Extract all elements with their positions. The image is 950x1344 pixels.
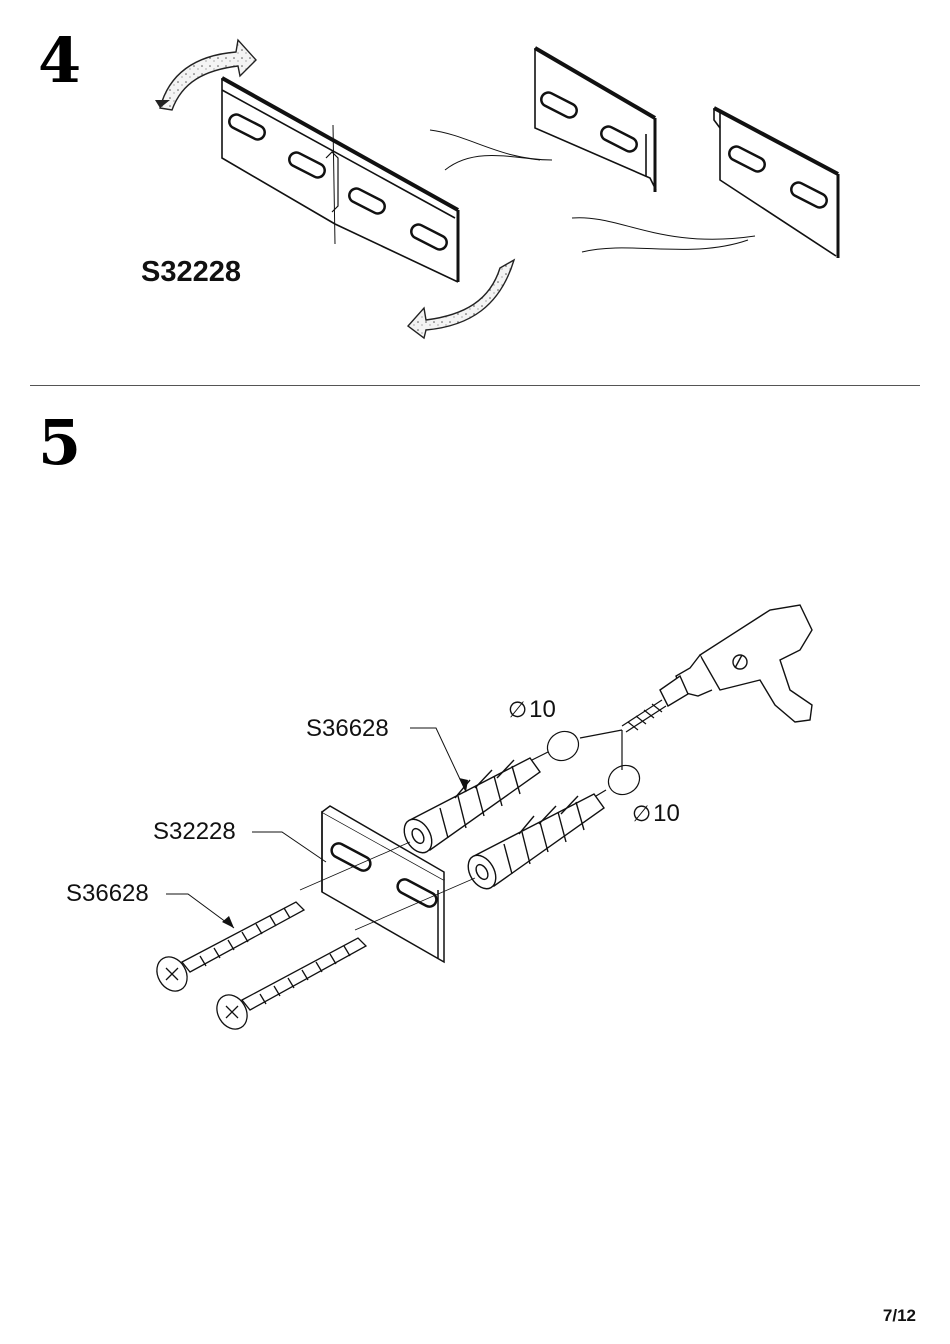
- page-number: 7/12: [883, 1306, 916, 1326]
- rotate-arrow-bottom-icon: [408, 260, 514, 338]
- screw-bottom: [211, 938, 366, 1035]
- drill-icon: [660, 605, 812, 722]
- diameter-icon: ∅: [508, 698, 527, 723]
- drill-diameter-value-1: 10: [529, 696, 556, 723]
- wall-rail-long: [222, 78, 458, 282]
- wall-rail-piece-left: [535, 48, 656, 192]
- drill-diameter-label-2: ∅10: [632, 800, 680, 828]
- drill-hole-guides: [532, 726, 645, 800]
- drill-bit: [622, 700, 666, 732]
- drill-diameter-value-2: 10: [653, 800, 680, 827]
- callout-rail-code: S32228: [153, 818, 236, 846]
- diameter-icon: ∅: [632, 802, 651, 827]
- drill-diameter-label-1: ∅10: [508, 696, 556, 724]
- wall-rail-piece-right: [714, 108, 838, 258]
- callout-screw-code: S36628: [66, 880, 149, 908]
- callout-anchor-code: S36628: [306, 715, 389, 743]
